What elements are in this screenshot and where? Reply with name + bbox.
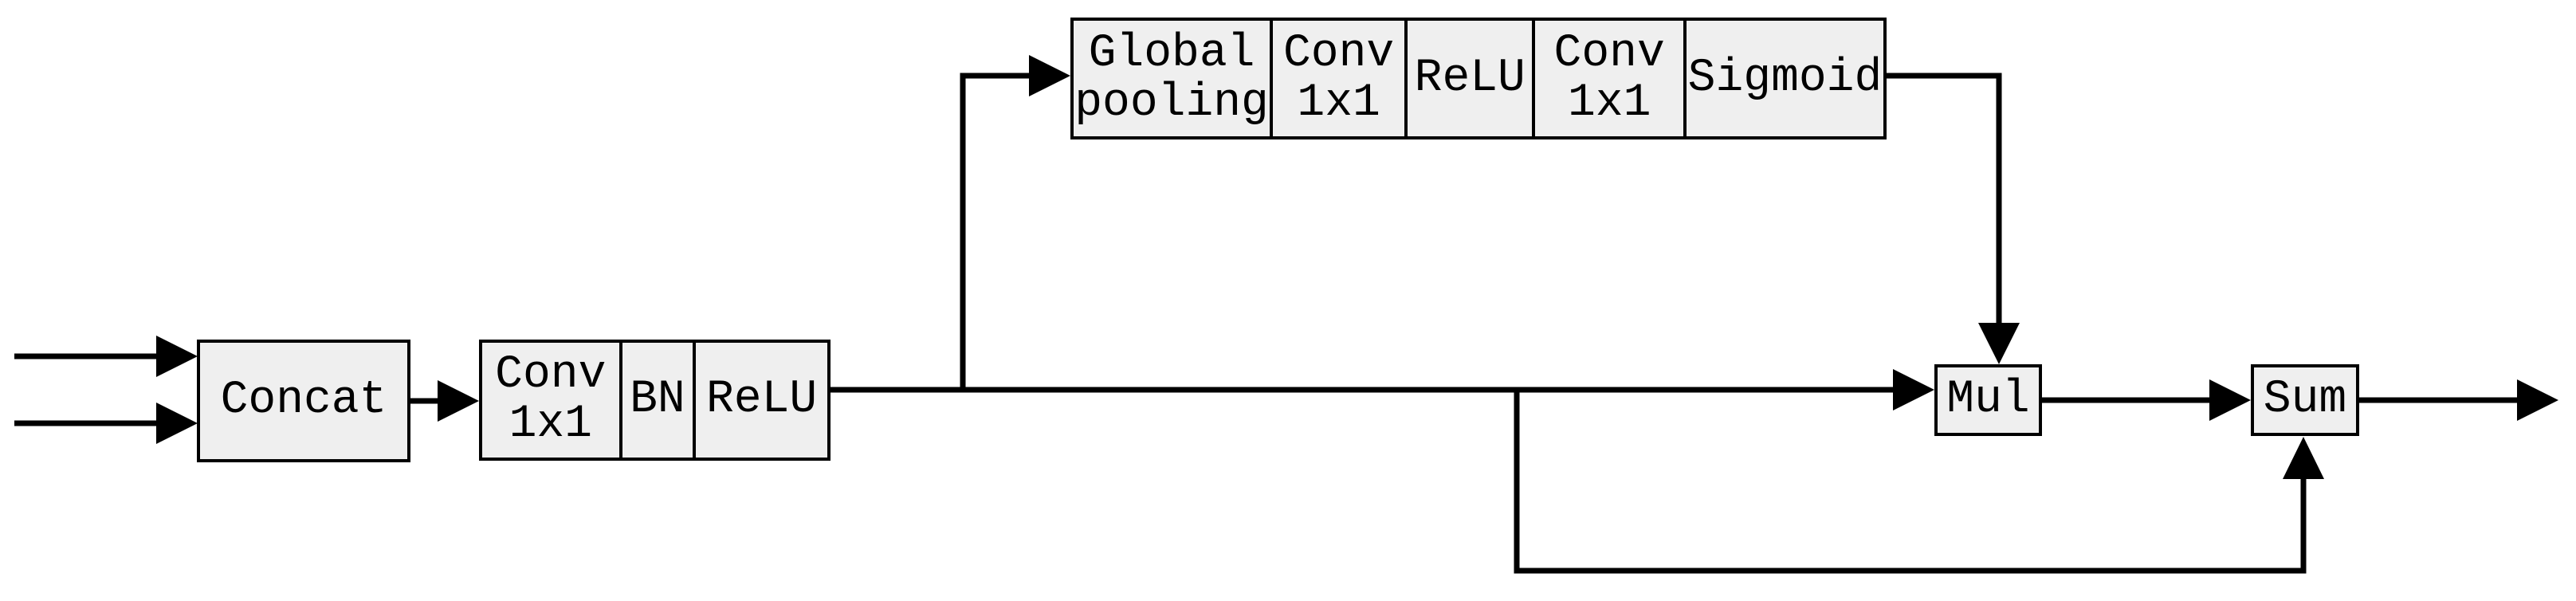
- branch-up-to-global-pooling-arrow: [960, 55, 1070, 390]
- sigmoid-cell: Sigmoid: [1683, 21, 1884, 136]
- conv1x1-label-line2: 1x1: [509, 399, 592, 450]
- conv-bn-relu-node: Conv 1x1 BN ReLU: [479, 340, 831, 461]
- relu-cell: ReLU: [693, 343, 827, 458]
- sum-node: Sum: [2251, 364, 2359, 436]
- mul-node: Mul: [1934, 364, 2042, 436]
- branch-relu-label: ReLU: [1414, 52, 1526, 104]
- branch-conv1x1-second-label-line1: Conv: [1553, 27, 1665, 80]
- branch-conv1x1-first-label-line2: 1x1: [1297, 77, 1380, 129]
- concat-label: Concat: [220, 375, 387, 426]
- branch-conv1x1-second-label-line2: 1x1: [1567, 77, 1651, 129]
- sigmoid-to-mul-arrow: [1887, 73, 2020, 364]
- attention-branch-node: Global pooling Conv 1x1 ReLU Conv 1x1 Si…: [1070, 18, 1887, 139]
- concat-to-conv-arrow: [410, 380, 479, 422]
- branch-conv1x1-first-label-line1: Conv: [1283, 27, 1395, 80]
- branch-relu-cell: ReLU: [1404, 21, 1533, 136]
- input-arrow-top: [14, 336, 198, 377]
- bn-cell: BN: [618, 343, 693, 458]
- branch-conv1x1-second-cell: Conv 1x1: [1532, 21, 1683, 136]
- sum-label: Sum: [2263, 374, 2347, 426]
- input-arrow-bottom: [14, 403, 198, 444]
- branch-conv1x1-first-cell: Conv 1x1: [1270, 21, 1405, 136]
- output-arrow: [2359, 379, 2558, 421]
- conv1x1-label-line1: Conv: [495, 349, 607, 401]
- concat-node: Concat: [197, 340, 410, 462]
- global-pooling-label-line2: pooling: [1074, 77, 1269, 129]
- sigmoid-label: Sigmoid: [1687, 52, 1883, 104]
- mul-label: Mul: [1946, 374, 2030, 426]
- relu-label: ReLU: [705, 374, 818, 426]
- mul-to-sum-arrow: [2042, 379, 2251, 421]
- global-pooling-label-line1: Global: [1088, 27, 1255, 80]
- conv1x1-cell: Conv 1x1: [482, 343, 619, 458]
- trunk-to-mul-arrow: [831, 369, 1934, 410]
- global-pooling-cell: Global pooling: [1074, 21, 1270, 136]
- bn-label: BN: [630, 374, 685, 426]
- skip-connection-to-sum-arrow: [1514, 390, 2324, 574]
